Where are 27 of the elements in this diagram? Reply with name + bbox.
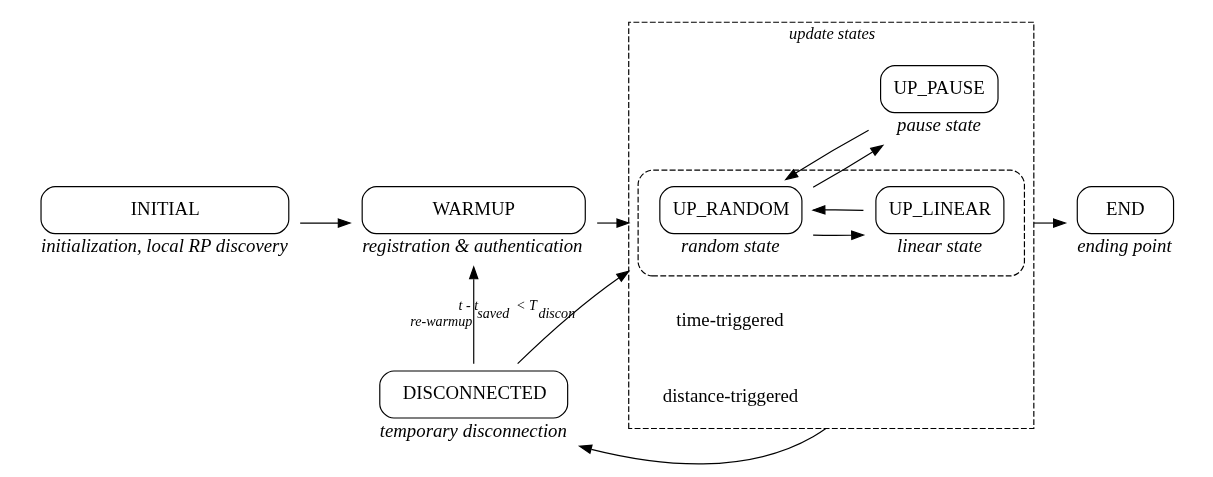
node-label: pause state — [896, 114, 981, 136]
arrow — [577, 427, 826, 465]
label: distance-triggered — [662, 385, 798, 407]
arrow — [596, 218, 630, 228]
arrow — [299, 218, 352, 228]
node-box: UP_RANDOM — [658, 186, 802, 235]
node-box: UP_LINEAR — [874, 186, 1004, 235]
label: time-triggered — [675, 309, 784, 331]
arrow — [1032, 218, 1067, 228]
node-box: INITIAL — [39, 186, 289, 235]
node-label: ending point — [1076, 235, 1172, 257]
arrow — [812, 230, 865, 241]
arrow — [516, 270, 630, 365]
node-label: registration & authentication — [361, 235, 582, 257]
arrow — [812, 144, 884, 188]
node-label: random state — [680, 235, 780, 257]
node-box: WARMUP — [361, 186, 586, 235]
node-label: temporary disconnection — [379, 419, 567, 441]
arrow — [783, 129, 869, 181]
edge-label: re-warmup — [409, 312, 472, 329]
node-label: linear state — [896, 235, 982, 257]
node-box: UP_PAUSE — [879, 65, 999, 114]
node-box: DISCONNECTED — [378, 370, 568, 419]
arrow — [810, 204, 864, 215]
arrow — [468, 265, 479, 365]
node-label: initialization, local RP discovery — [40, 235, 288, 257]
node-box: END — [1076, 186, 1174, 235]
